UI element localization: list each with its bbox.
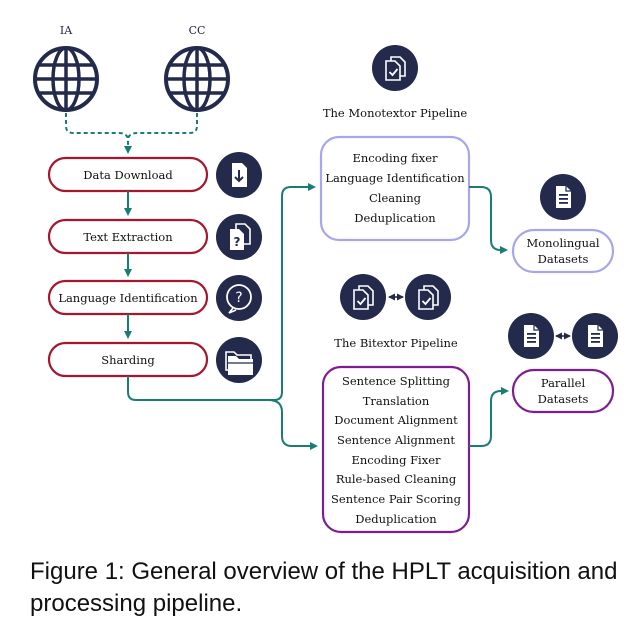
step-label-text-extraction: Text Extraction bbox=[83, 230, 173, 244]
document-icon bbox=[540, 174, 586, 220]
document-stack-icon: ? bbox=[216, 214, 262, 260]
folders-icon bbox=[216, 337, 262, 383]
checked-document-icon bbox=[340, 274, 386, 320]
svg-text:?: ? bbox=[235, 290, 242, 306]
step-label-data-download: Data Download bbox=[83, 168, 173, 182]
bitextor-step: Sentence Alignment bbox=[337, 433, 455, 447]
svg-text:?: ? bbox=[234, 235, 241, 249]
bitextor-step: Rule-based Cleaning bbox=[336, 472, 457, 486]
globe-icon bbox=[164, 46, 230, 112]
pipeline-diagram: IA CC Data Download Text Extraction Lang… bbox=[33, 24, 618, 534]
acquisition-steps: Data Download Text Extraction Language I… bbox=[47, 156, 209, 378]
bitextor-title: The Bitextor Pipeline bbox=[334, 336, 458, 350]
bitextor-box bbox=[321, 365, 471, 534]
monotextor-step: Language Identification bbox=[325, 171, 465, 185]
monotextor-step: Deduplication bbox=[354, 211, 436, 225]
download-icon bbox=[216, 152, 262, 198]
document-icon bbox=[508, 313, 554, 359]
connector-to-bitextor bbox=[267, 399, 318, 450]
connector-to-parallel bbox=[469, 387, 509, 447]
monolingual-datasets-label: Monolingual bbox=[526, 236, 599, 250]
document-icon bbox=[572, 313, 618, 359]
connector-to-monolingual bbox=[469, 186, 508, 254]
source-label-ia: IA bbox=[60, 24, 73, 37]
checked-document-icon bbox=[405, 274, 451, 320]
step-label-language-identification: Language Identification bbox=[58, 291, 198, 305]
monotextor-title: The Monotextor Pipeline bbox=[323, 106, 468, 120]
monotextor-box bbox=[319, 135, 471, 242]
bitextor-step: Encoding Fixer bbox=[351, 453, 441, 467]
parallel-datasets-label: Parallel bbox=[541, 376, 586, 390]
figure-caption: Figure 1: General overview of the HPLT a… bbox=[30, 558, 618, 617]
bitextor-step: Sentence Pair Scoring bbox=[331, 492, 462, 506]
connector-to-monotextor bbox=[127, 183, 316, 401]
bitextor-step: Document Alignment bbox=[334, 413, 458, 427]
bitextor-step: Sentence Splitting bbox=[342, 374, 451, 388]
checked-document-icon bbox=[372, 45, 418, 91]
bitextor-step: Translation bbox=[363, 394, 430, 408]
step-label-sharding: Sharding bbox=[101, 353, 155, 367]
parallel-datasets-box bbox=[511, 368, 615, 414]
source-label-cc: CC bbox=[189, 24, 206, 37]
source-merge-connector bbox=[65, 113, 198, 152]
monotextor-step: Encoding fixer bbox=[352, 151, 438, 165]
globe-icon bbox=[33, 46, 99, 112]
monolingual-datasets-box bbox=[511, 228, 615, 274]
bitextor-step: Deduplication bbox=[355, 512, 437, 526]
monolingual-datasets-label: Datasets bbox=[538, 252, 589, 266]
monotextor-step: Cleaning bbox=[369, 191, 422, 205]
parallel-datasets-label: Datasets bbox=[538, 392, 589, 406]
question-bubble-icon: ? bbox=[216, 275, 262, 321]
